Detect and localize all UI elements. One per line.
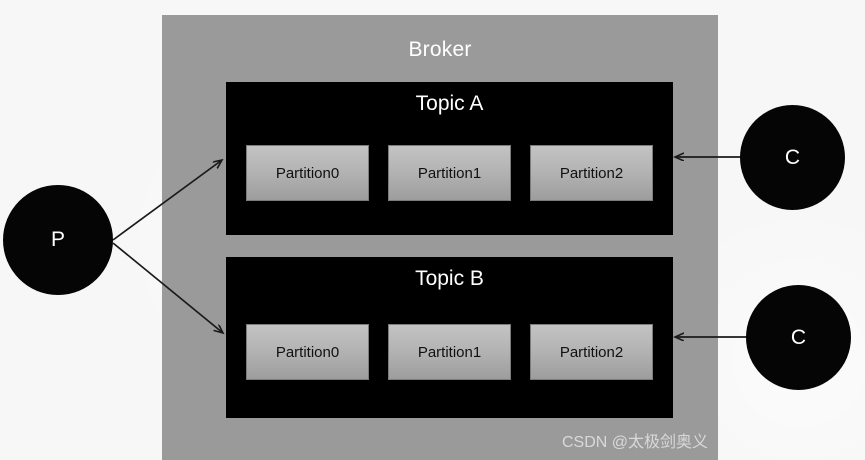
partition-box[interactable]: Partition1	[388, 145, 511, 201]
consumer-top-node[interactable]: C	[740, 105, 845, 210]
partition-box[interactable]: Partition2	[530, 145, 653, 201]
partition-box[interactable]: Partition0	[246, 145, 369, 201]
topic-a-partition-list: Partition0 Partition1 Partition2	[246, 145, 653, 201]
broker-label: Broker	[408, 38, 472, 61]
consumer-top-node-label: C	[784, 145, 801, 169]
broker-container: Broker Topic A Partition0 Partition1 Par…	[162, 15, 718, 460]
producer-node-label: P	[50, 228, 65, 251]
partition-box[interactable]: Partition0	[246, 324, 369, 380]
topic-b-partition-list: Partition0 Partition1 Partition2	[246, 324, 653, 380]
topic-a-label: Topic A	[415, 92, 484, 115]
topic-b-container: Topic B Partition0 Partition1 Partition2	[226, 257, 673, 418]
partition-box[interactable]: Partition2	[530, 324, 653, 380]
watermark-label: CSDN @太极剑奥义	[561, 434, 708, 451]
topic-a-container: Topic A Partition0 Partition1 Partition2	[226, 82, 673, 235]
consumer-bottom-node-label: C	[790, 325, 807, 349]
topic-b-label: Topic B	[415, 267, 484, 290]
partition-box[interactable]: Partition1	[388, 324, 511, 380]
consumer-bottom-node[interactable]: C	[746, 285, 851, 390]
producer-node[interactable]: P	[3, 185, 113, 295]
